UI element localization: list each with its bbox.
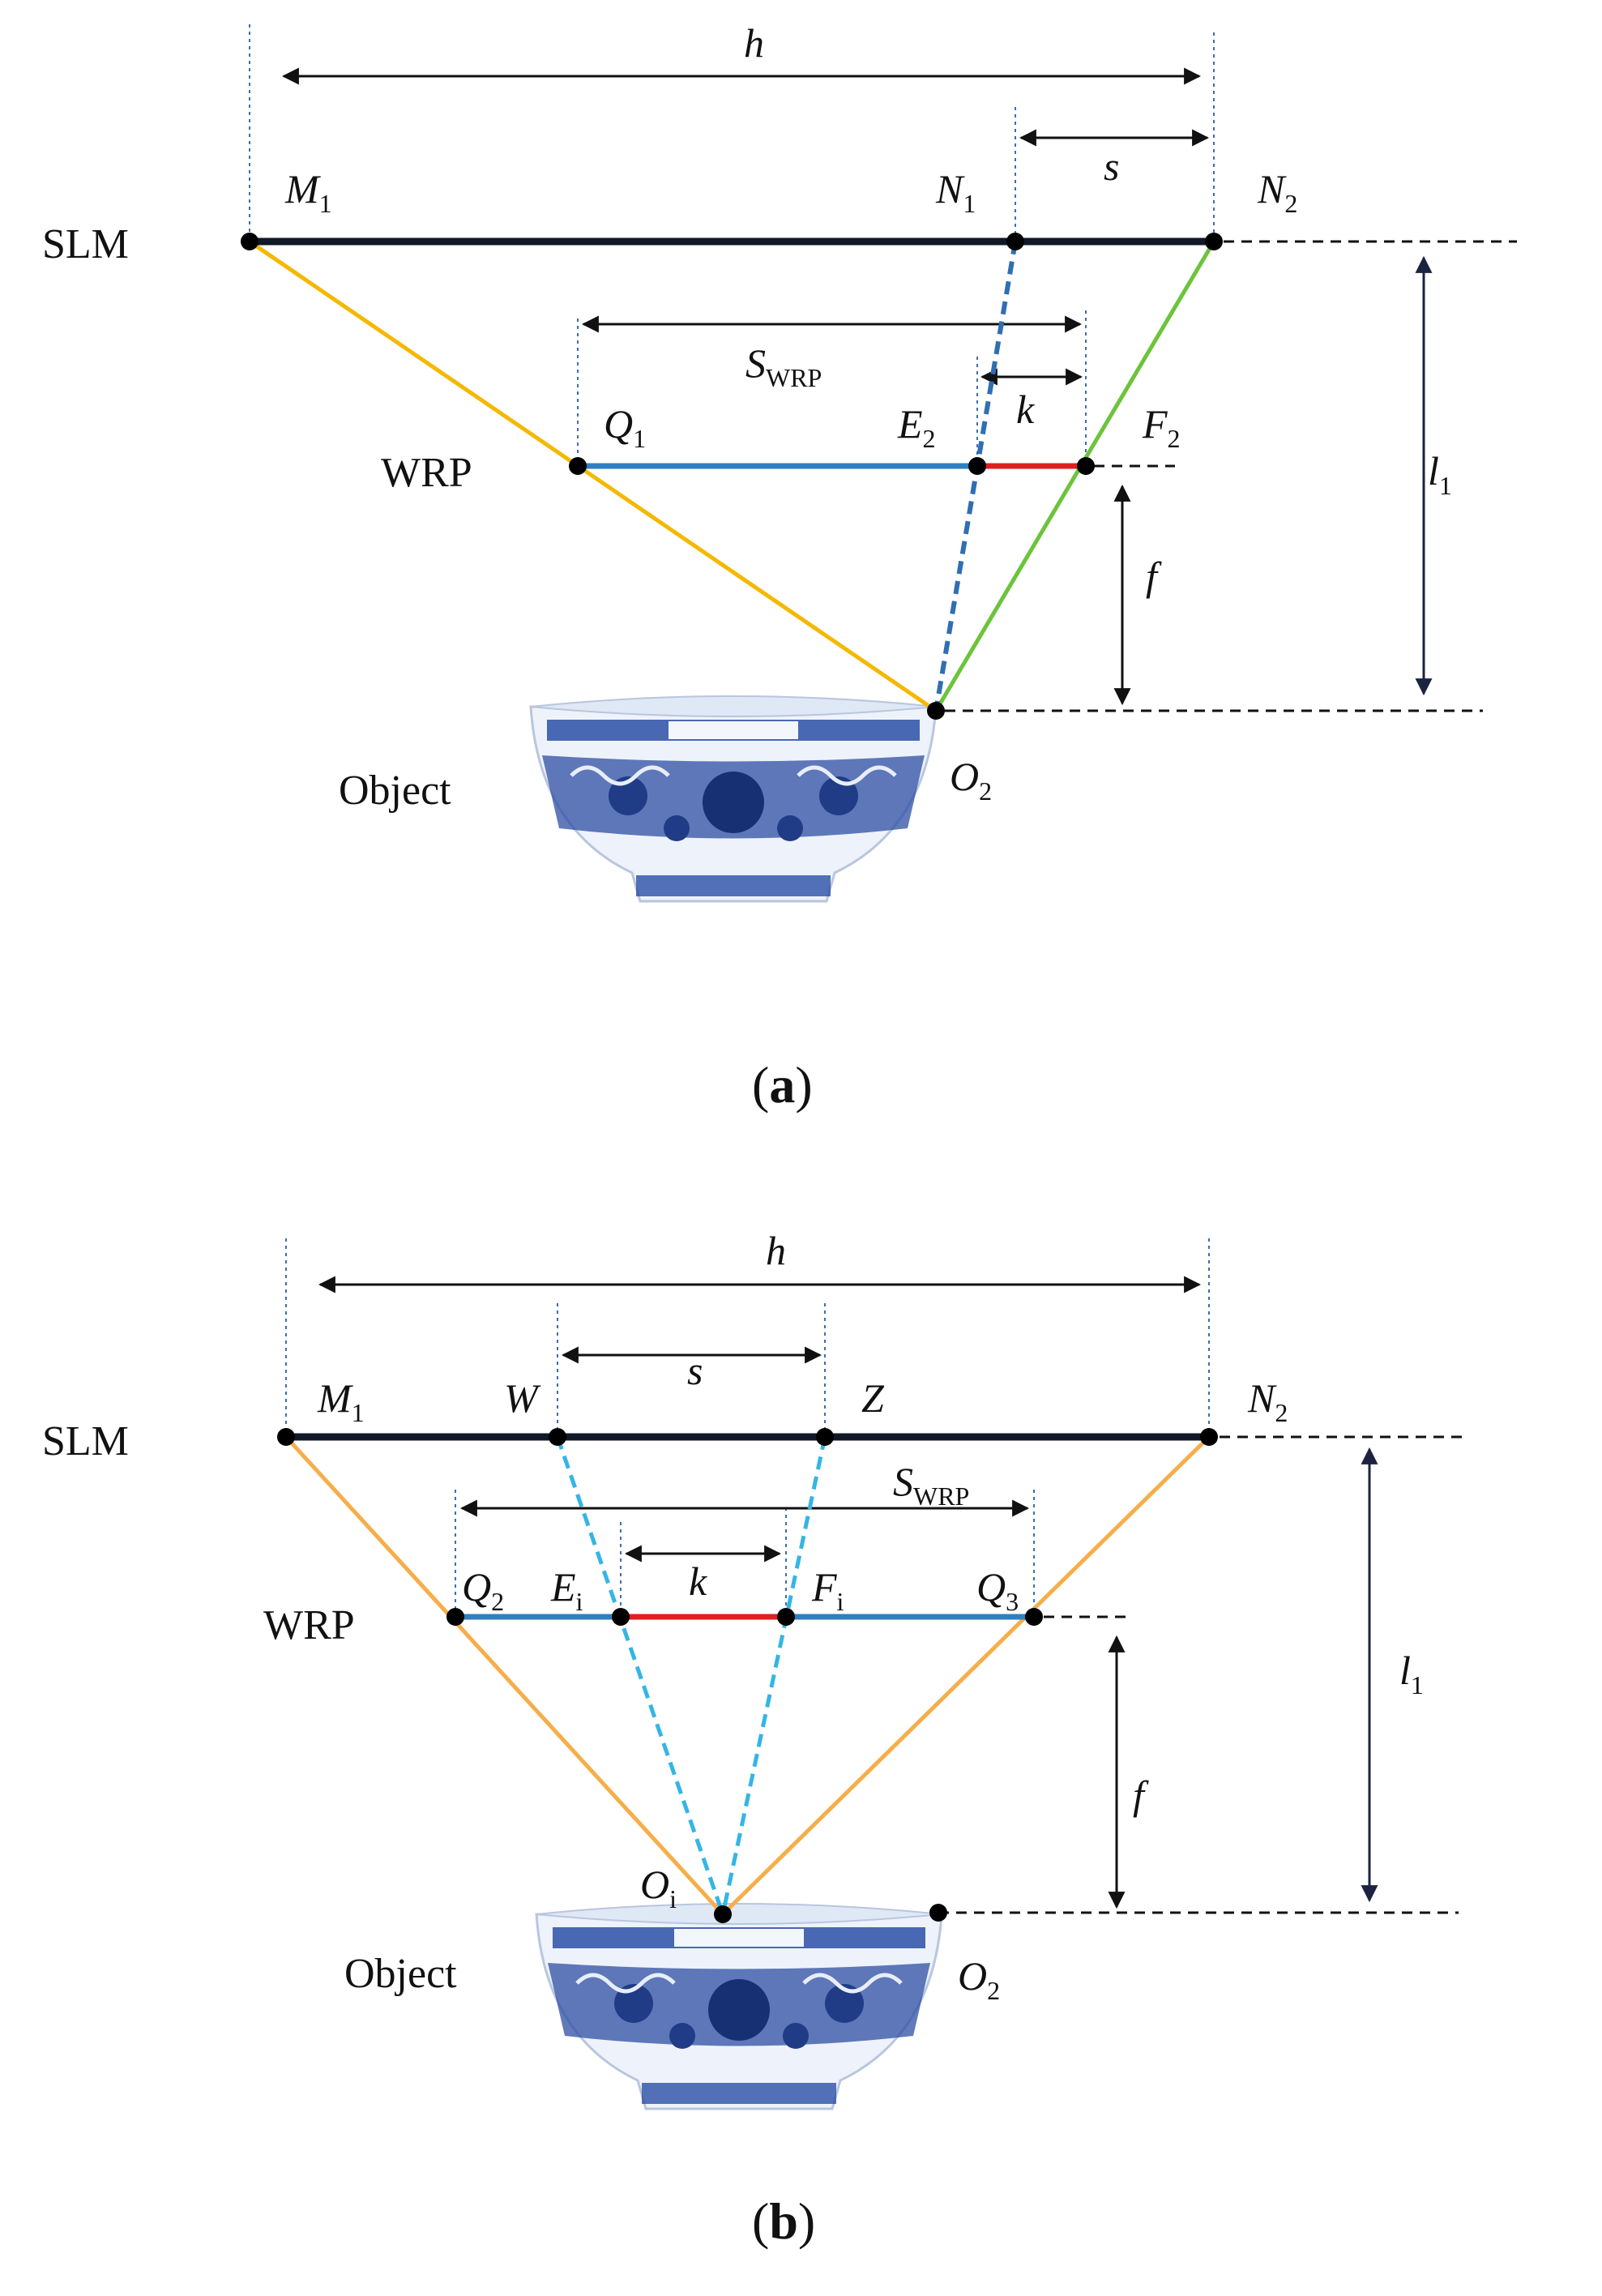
label-o2: O2 — [958, 1953, 1000, 2005]
point-w — [549, 1428, 566, 1446]
ray-n1-o2 — [933, 241, 1018, 712]
label-n1: N1 — [935, 166, 976, 218]
label-object: Object — [344, 1951, 457, 1997]
label-l1: l1 — [1428, 448, 1452, 500]
label-k: k — [1016, 387, 1035, 432]
point-q1 — [569, 457, 587, 475]
point-z — [816, 1428, 834, 1446]
label-n2: N2 — [1257, 166, 1297, 218]
panel-b: SLM WRP Object h s k f l1 SWRP M1 W Z N2… — [42, 1228, 1465, 2250]
ray-z-oi — [720, 1436, 827, 1915]
label-oi: Oi — [640, 1862, 677, 1913]
caption-a: (a) — [752, 1056, 813, 1114]
label-wrp: WRP — [263, 1602, 355, 1648]
label-slm: SLM — [42, 1418, 129, 1464]
point-o2 — [929, 1904, 947, 1922]
label-swrp: SWRP — [893, 1459, 969, 1511]
label-s: s — [687, 1348, 703, 1393]
label-ei: Ei — [550, 1564, 583, 1616]
point-m1 — [277, 1428, 295, 1446]
label-q3: Q3 — [976, 1564, 1019, 1616]
label-o2: O2 — [950, 754, 992, 806]
point-f2 — [1077, 457, 1095, 475]
point-e2 — [968, 457, 986, 475]
label-h: h — [744, 20, 764, 66]
label-l1: l1 — [1399, 1648, 1424, 1700]
bowl-image — [536, 1904, 942, 2109]
label-f2: F2 — [1142, 401, 1181, 453]
label-slm: SLM — [42, 221, 129, 267]
label-m1: M1 — [284, 166, 332, 218]
label-wrp: WRP — [381, 450, 472, 496]
point-n2 — [1205, 233, 1223, 250]
label-q2: Q2 — [462, 1564, 504, 1616]
label-f: f — [1133, 1772, 1149, 1818]
label-fi: Fi — [811, 1564, 844, 1616]
ray-m1-oi — [284, 1435, 724, 1916]
ray-m1-o2 — [248, 239, 938, 713]
point-n1 — [1006, 233, 1024, 250]
label-k: k — [689, 1558, 707, 1604]
label-n2: N2 — [1247, 1375, 1288, 1427]
label-swrp: SWRP — [745, 340, 822, 392]
point-o2 — [927, 702, 945, 720]
point-fi — [777, 1608, 795, 1626]
label-h: h — [766, 1228, 786, 1273]
label-w: W — [504, 1375, 541, 1421]
point-n2 — [1200, 1428, 1218, 1446]
point-q2 — [446, 1608, 464, 1626]
ray-n2-oi — [721, 1435, 1211, 1916]
point-oi — [714, 1905, 732, 1923]
label-z: Z — [861, 1375, 885, 1421]
label-q1: Q1 — [604, 401, 646, 453]
label-e2: E2 — [897, 401, 936, 453]
point-m1 — [241, 233, 258, 250]
point-ei — [612, 1608, 630, 1626]
caption-b: (b) — [752, 2192, 815, 2250]
ray-w-oi — [555, 1436, 725, 1915]
point-q3 — [1025, 1608, 1043, 1626]
ray-n2-o2 — [933, 240, 1216, 712]
bowl-image — [531, 696, 936, 901]
label-m1: M1 — [317, 1375, 365, 1427]
panel-a: SLM WRP Object h s k f l1 SWRP M1 N1 N2 … — [42, 20, 1517, 1114]
label-object: Object — [339, 767, 451, 814]
label-f: f — [1146, 554, 1162, 599]
label-s: s — [1104, 143, 1119, 189]
